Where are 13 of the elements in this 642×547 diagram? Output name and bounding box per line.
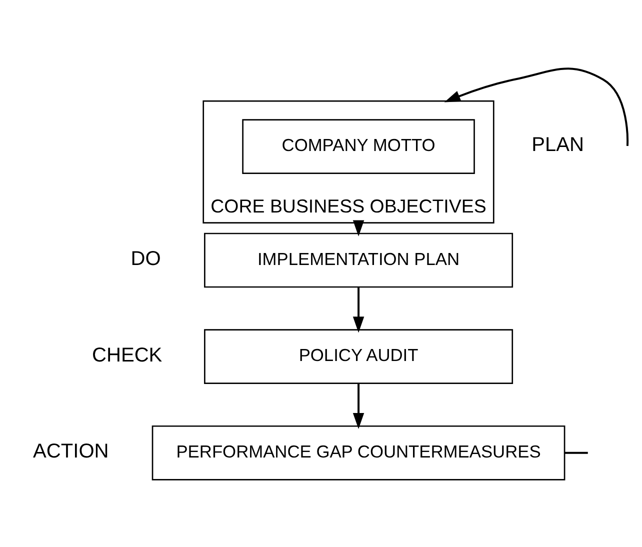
- connector: [564, 451, 588, 454]
- node-label: DO: [130, 247, 161, 270]
- node-box: COMPANY MOTTO: [242, 118, 475, 174]
- arrow: [352, 383, 364, 429]
- arrow: [352, 220, 364, 236]
- node-box: POLICY AUDIT: [204, 328, 514, 384]
- arrow: [352, 286, 364, 332]
- node-label: ACTION: [33, 440, 109, 462]
- node-label: CHECK: [92, 344, 162, 366]
- arrow: [444, 67, 629, 146]
- node-label: PLAN: [532, 134, 584, 156]
- node-box: IMPLEMENTATION PLAN: [204, 232, 514, 288]
- node-box: PERFORMANCE GAP COUNTERMEASURES: [152, 424, 566, 480]
